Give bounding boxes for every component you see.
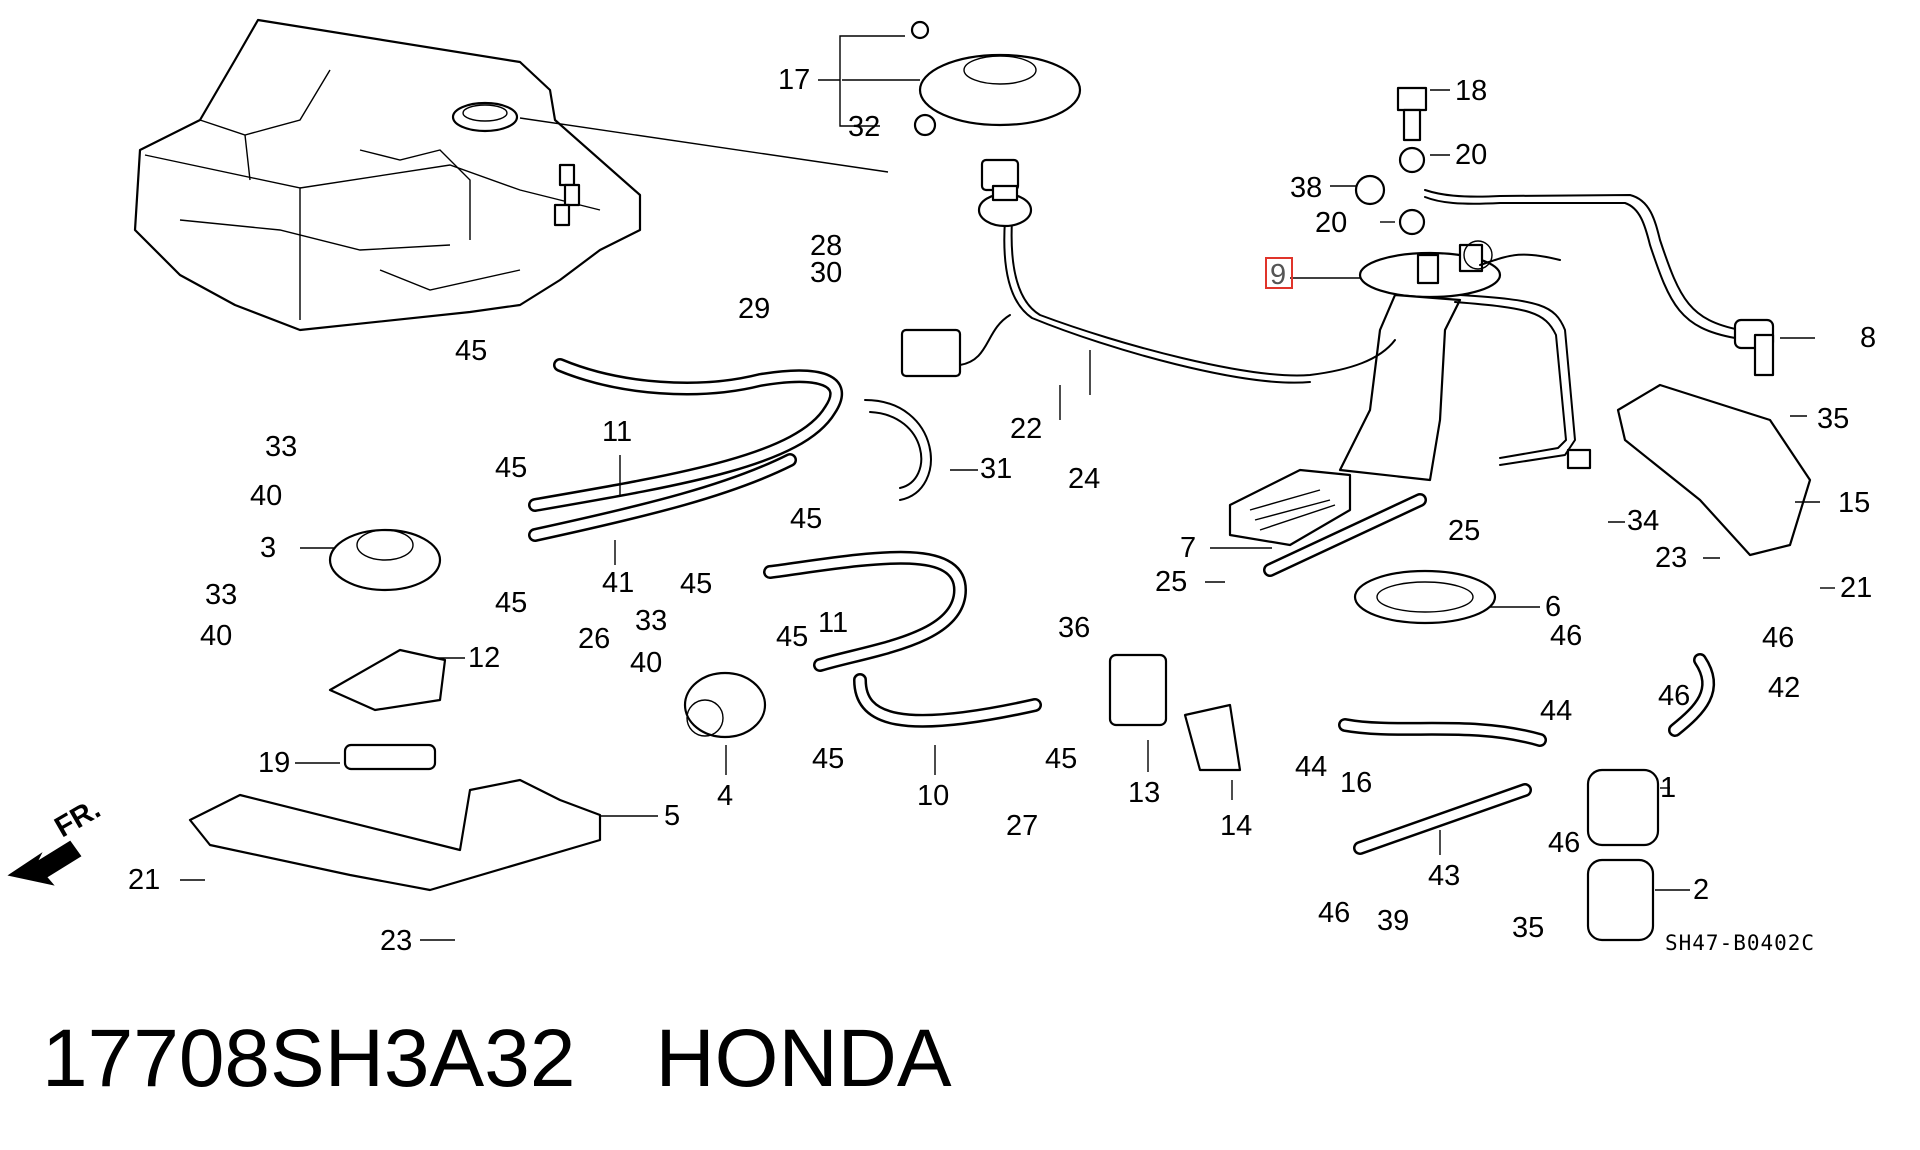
callout-16: 16 (1340, 767, 1372, 799)
callout-25: 25 (1155, 566, 1187, 598)
callout-30: 30 (810, 257, 842, 289)
callout-2: 2 (1693, 874, 1709, 906)
callout-46b: 46 (1658, 680, 1690, 712)
callout-45e: 45 (680, 568, 712, 600)
callout-39: 39 (1377, 905, 1409, 937)
callout-40b: 40 (200, 620, 232, 652)
callout-20: 20 (1455, 139, 1487, 171)
callout-21: 21 (1840, 572, 1872, 604)
callout-31: 31 (980, 453, 1012, 485)
callout-8: 8 (1860, 322, 1876, 354)
callout-10: 10 (917, 780, 949, 812)
hoses-11-41 (528, 358, 1716, 855)
callout-35: 35 (1817, 403, 1849, 435)
callout-12: 12 (468, 642, 500, 674)
callout-44: 44 (1540, 695, 1572, 727)
callout-35b: 35 (1512, 912, 1544, 944)
drawing-code: SH47-B0402C (1665, 931, 1815, 955)
callout-11: 11 (602, 416, 632, 448)
callout-22: 22 (1010, 413, 1042, 445)
callout-5: 5 (664, 800, 680, 832)
callout-13: 13 (1128, 777, 1160, 809)
callout-20b: 20 (1315, 207, 1347, 239)
callout-41: 41 (602, 567, 634, 599)
callout-45: 45 (455, 335, 487, 367)
callout-33: 33 (265, 431, 297, 463)
callout-24: 24 (1068, 463, 1100, 495)
fuel-lines (1424, 189, 1775, 470)
callout-36: 36 (1058, 612, 1090, 644)
callout-44b: 44 (1295, 751, 1327, 783)
callout-38: 38 (1290, 172, 1322, 204)
callout-46c: 46 (1548, 827, 1580, 859)
callout-25b: 25 (1448, 515, 1480, 547)
callout-26: 26 (578, 623, 610, 655)
wire-harness (900, 158, 1396, 384)
callout-1: 1 (1660, 772, 1676, 804)
callout-33b: 33 (205, 579, 237, 611)
callout-3: 3 (260, 532, 276, 564)
leader-lines (180, 35, 1835, 941)
callout-45g: 45 (812, 743, 844, 775)
callout-19: 19 (258, 747, 290, 779)
callout-43: 43 (1428, 860, 1460, 892)
callout-29: 29 (738, 293, 770, 325)
callout-15: 15 (1838, 487, 1870, 519)
brand-name: HONDA (655, 1013, 952, 1104)
callout-45b: 45 (495, 452, 527, 484)
callout-45h: 45 (1045, 743, 1077, 775)
callout-11b: 11 (818, 607, 848, 639)
callout-4: 4 (717, 780, 733, 812)
callout-40: 40 (250, 480, 282, 512)
callout-18: 18 (1455, 75, 1487, 107)
callout-45d: 45 (495, 587, 527, 619)
callout-9-highlighted: 9 (1270, 259, 1286, 291)
callout-23b: 23 (1655, 542, 1687, 574)
callout-42: 42 (1768, 672, 1800, 704)
callout-34: 34 (1627, 505, 1659, 537)
highlight-box (1265, 257, 1293, 289)
callout-28: 28 (810, 230, 842, 262)
callout-46e: 46 (1550, 620, 1582, 652)
callout-27: 27 (1006, 810, 1038, 842)
front-direction-arrow: FR. (7, 793, 106, 886)
callout-40c: 40 (630, 647, 662, 679)
callout-23: 23 (380, 925, 412, 957)
callout-21b: 21 (128, 864, 160, 896)
callout-45c: 45 (790, 503, 822, 535)
callouts: 1 2 3 4 5 6 7 8 9 10 11 11 12 13 14 15 1… (128, 64, 1876, 957)
callout-45f: 45 (776, 621, 808, 653)
callout-17: 17 (778, 64, 810, 96)
callout-32: 32 (848, 111, 880, 143)
fuel-tank (133, 18, 889, 332)
callout-14: 14 (1220, 810, 1252, 842)
callout-6: 6 (1545, 591, 1561, 623)
callout-46d: 46 (1318, 897, 1350, 929)
small-parts (188, 20, 1812, 942)
callout-7: 7 (1180, 532, 1196, 564)
callout-33c: 33 (635, 605, 667, 637)
direction-label: FR. (50, 793, 106, 844)
part-number: 17708SH3A32 (42, 1013, 576, 1104)
callout-46: 46 (1762, 622, 1794, 654)
fuel-pump-assembly (1228, 240, 1561, 547)
